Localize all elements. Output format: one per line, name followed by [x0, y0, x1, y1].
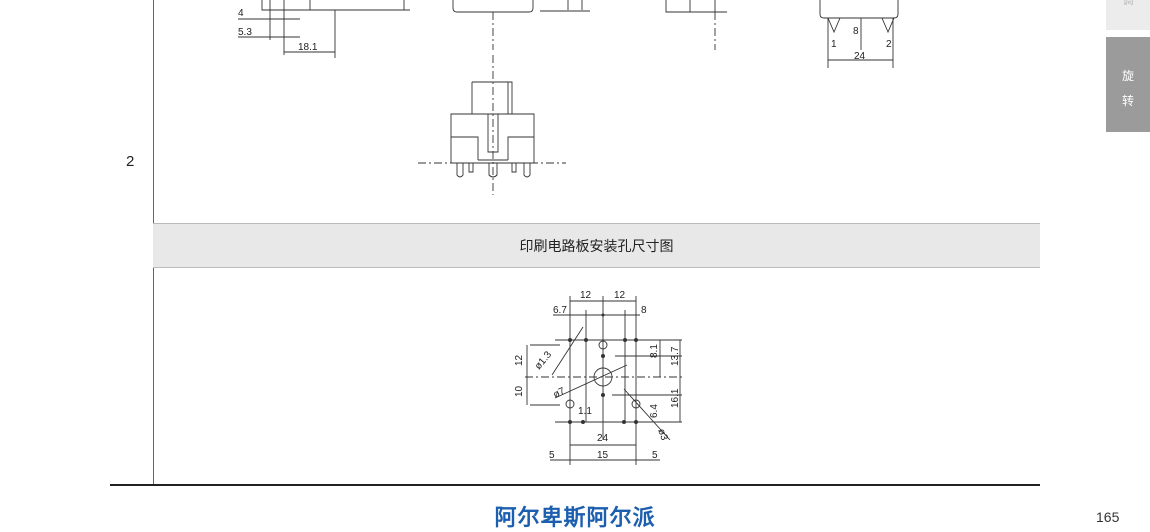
dim-12-a: 12 — [580, 290, 592, 301]
row-number: 2 — [126, 153, 135, 170]
dim-8: 8 — [853, 26, 859, 37]
page-number: 165 — [1096, 509, 1120, 525]
side-tab-rotary[interactable]: 旋 转 — [1106, 37, 1150, 132]
dim-phi-3: ø3 — [655, 427, 669, 442]
footer-divider — [110, 484, 1040, 486]
pin-2-label: 2 — [886, 39, 892, 50]
dim-phi-7: ø7 — [552, 386, 568, 401]
dim-1-1: 1.1 — [578, 406, 592, 417]
side-tab-previous[interactable]: 调 — [1106, 0, 1150, 30]
side-tab-char: 转 — [1121, 94, 1134, 108]
side-tab-label: 调 — [1122, 0, 1134, 7]
dim-12-left: 12 — [514, 354, 525, 366]
dim-5-a: 5 — [549, 450, 555, 461]
dim-12-b: 12 — [614, 290, 626, 301]
dim-24: 24 — [854, 51, 866, 62]
dim-5-3: 5.3 — [238, 27, 252, 38]
dim-10-left: 10 — [514, 385, 525, 397]
pin-1-label: 1 — [831, 39, 837, 50]
dim-phi-1-3: ø1.3 — [533, 349, 555, 372]
dim-13-7: 13.7 — [670, 346, 681, 366]
dim-6-4: 6.4 — [649, 404, 660, 418]
dim-6-7: 6.7 — [553, 305, 567, 316]
dim-8-1: 8.1 — [649, 344, 660, 358]
pcb-hole-layout-drawing: 12 12 6.7 8 12 10 ø1.3 ø7 ø3 8.1 13.7 6.… — [514, 290, 682, 465]
dim-8-b: 8 — [641, 305, 647, 316]
front-view-drawing: 1 8 2 24 — [819, 0, 899, 68]
dim-16-1: 16.1 — [670, 388, 681, 408]
dim-4: 4 — [238, 8, 244, 19]
side-view-drawing: 4 5.3 18.1 — [238, 0, 410, 58]
bottom-view-drawing — [418, 55, 566, 195]
dim-18-1: 18.1 — [298, 42, 318, 53]
section-header: 印刷电路板安装孔尺寸图 — [153, 223, 1040, 268]
dim-5-b: 5 — [652, 450, 658, 461]
dim-24-b: 24 — [597, 433, 609, 444]
section-title: 印刷电路板安装孔尺寸图 — [519, 237, 674, 254]
top-center-drawing — [452, 0, 727, 50]
side-tab-char: 旋 — [1121, 69, 1134, 83]
dim-15: 15 — [597, 450, 609, 461]
brand-name: 阿尔卑斯阿尔派 — [494, 505, 656, 530]
